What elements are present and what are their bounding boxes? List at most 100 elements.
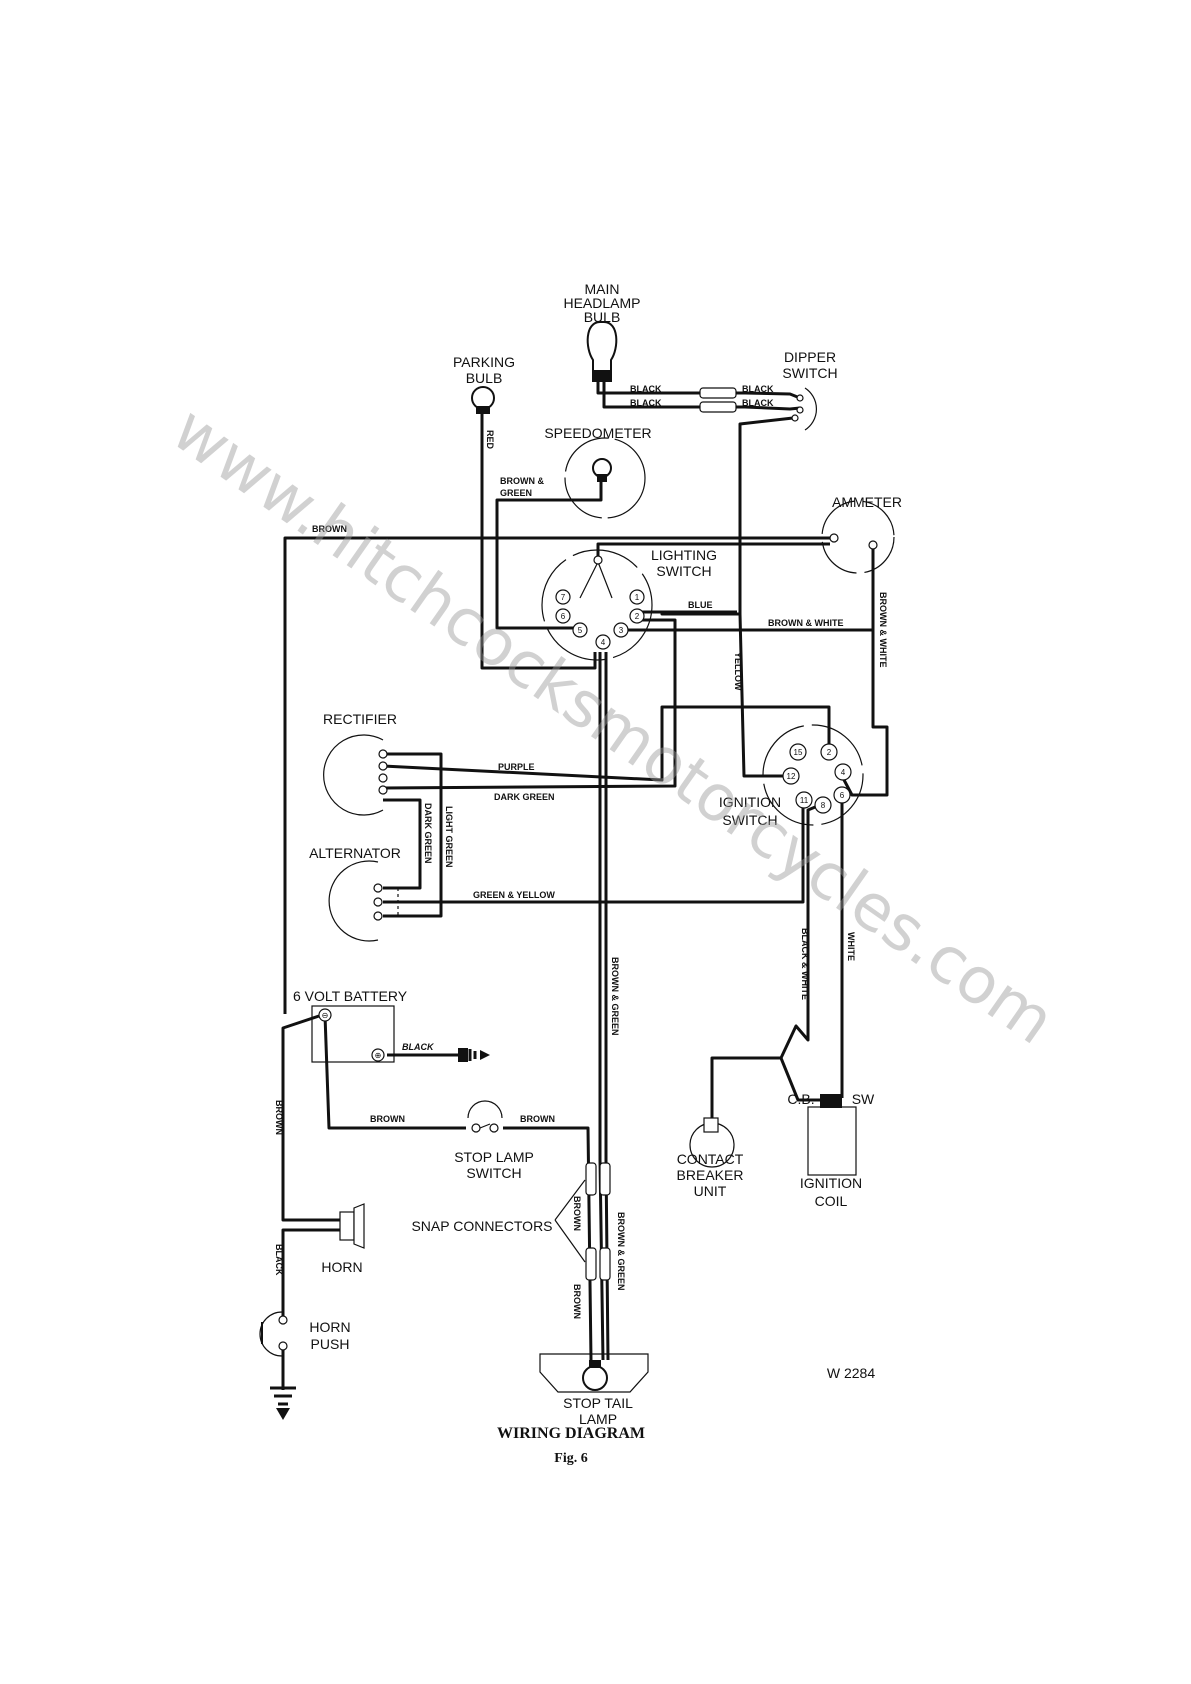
label-lighting-1: LIGHTING: [651, 547, 717, 563]
svg-text:12: 12: [787, 772, 796, 781]
lighting-pin-2: [629, 608, 645, 624]
label-contact-breaker-1: CONTACT: [677, 1151, 744, 1167]
wire-purple: [382, 705, 831, 782]
svg-text:15: 15: [794, 748, 803, 757]
svg-text:6: 6: [840, 791, 845, 800]
wire-label-brown-snap-1: BROWN: [572, 1196, 582, 1231]
label-stop-tail-1: STOP TAIL: [563, 1395, 633, 1411]
svg-text:5: 5: [578, 626, 583, 635]
label-main-headlamp-3: BULB: [584, 309, 621, 325]
label-contact-breaker-3: UNIT: [694, 1183, 727, 1199]
label-horn-push-2: PUSH: [311, 1336, 350, 1352]
ground-battery: [458, 1048, 490, 1062]
wire-label-green-yellow: GREEN & YELLOW: [473, 890, 555, 900]
ignition-pin-11: [795, 791, 813, 809]
wire-label-yellow: YELLOW: [733, 652, 743, 691]
svg-text:4: 4: [841, 768, 846, 777]
wire-label-light-green: LIGHT GREEN: [444, 806, 454, 868]
svg-text:3: 3: [619, 626, 624, 635]
lighting-pin-6: [555, 608, 571, 624]
label-main-headlamp-1: MAIN: [585, 281, 620, 297]
ignition-pin-6: [833, 786, 851, 804]
svg-text:4: 4: [601, 638, 606, 647]
wire-dipper-to-lighting: [660, 416, 794, 616]
wire-label-brown-stop: BROWN: [520, 1114, 555, 1124]
headlamp-connectors: [699, 387, 737, 413]
svg-text:⊖: ⊖: [322, 1011, 329, 1020]
battery: ⊖ ⊕: [311, 1005, 395, 1063]
label-parking-1: PARKING: [453, 354, 515, 370]
label-alternator: ALTERNATOR: [309, 845, 401, 861]
wire-yellow: [738, 613, 790, 778]
wire-label-brown-left: BROWN: [274, 1100, 284, 1135]
wire-label-blue: BLUE: [688, 600, 713, 610]
wire-label-black-1: BLACK: [630, 384, 662, 394]
wire-label-brown-green-speedo-1: BROWN &: [500, 476, 544, 486]
wire-label-red: RED: [485, 430, 495, 450]
label-ignition-switch-1: IGNITION: [719, 794, 781, 810]
alternator: [328, 860, 399, 942]
label-stop-tail-2: LAMP: [579, 1411, 617, 1427]
label-snap-connectors: SNAP CONNECTORS: [411, 1218, 552, 1234]
wire-brown-stop-out: [503, 1126, 593, 1361]
reference-number: W 2284: [827, 1365, 875, 1381]
wire-label-purple: PURPLE: [498, 762, 535, 772]
label-battery: 6 VOLT BATTERY: [293, 988, 408, 1004]
label-contact-breaker-2: BREAKER: [677, 1167, 744, 1183]
wires: [281, 380, 889, 1390]
wire-label-brown-snap-2: BROWN: [572, 1284, 582, 1319]
ignition-pin-12: [782, 767, 800, 785]
wire-contact-breaker: [710, 1056, 781, 1125]
contact-breaker-unit: [689, 1117, 735, 1168]
horn: [339, 1203, 365, 1249]
wire-label-black-white: BLACK & WHITE: [800, 928, 810, 1000]
lighting-switch: 1 2 3 4 5 6 7: [541, 549, 653, 661]
wire-brown-stop: [323, 1014, 466, 1130]
wire-brown-green-long: [598, 652, 605, 1361]
lighting-pin-7: [555, 589, 571, 605]
label-speedometer: SPEEDOMETER: [544, 425, 651, 441]
wire-label-white: WHITE: [846, 932, 856, 961]
ignition-pin-15: [789, 743, 807, 761]
wire-label-brown-green-speedo-2: GREEN: [500, 488, 532, 498]
label-rectifier: RECTIFIER: [323, 711, 397, 727]
ignition-coil: [807, 1094, 857, 1176]
svg-text:1: 1: [635, 593, 640, 602]
lighting-pin-5: [572, 622, 588, 638]
wire-ammeter-ignition: [841, 545, 889, 797]
lighting-pin-4: [595, 634, 611, 650]
parking-bulb: [471, 386, 495, 414]
lighting-pin-3: [613, 622, 629, 638]
wire-dark-green: [382, 618, 677, 790]
wire-label-brown-top: BROWN: [312, 524, 347, 534]
wire-label-black-4: BLACK: [742, 398, 774, 408]
label-horn: HORN: [321, 1259, 362, 1275]
wire-brown-green-long-b: [604, 652, 610, 1361]
ammeter: [821, 500, 895, 574]
wire-label-dark-green-v: DARK GREEN: [423, 803, 433, 864]
wire-lighting-ammeter: [596, 542, 830, 558]
ignition-switch: 15 2 4 6 8 11 12: [762, 724, 864, 826]
label-dipper-1: DIPPER: [784, 349, 836, 365]
svg-text:6: 6: [561, 612, 566, 621]
label-stop-lamp-2: SWITCH: [466, 1165, 521, 1181]
caption-title: WIRING DIAGRAM: [497, 1425, 645, 1442]
wire-label-black-battery: BLACK: [402, 1042, 435, 1052]
ignition-pin-8: [814, 796, 832, 814]
svg-text:2: 2: [635, 612, 640, 621]
wire-green-yellow: [383, 800, 805, 904]
wire-dark-green-v: [383, 798, 422, 890]
label-parking-2: BULB: [466, 370, 503, 386]
wire-label-black-horn: BLACK: [274, 1244, 284, 1276]
svg-text:⊕: ⊕: [375, 1051, 382, 1060]
snap-connectors: [554, 1162, 611, 1281]
svg-text:11: 11: [800, 796, 809, 805]
horn-push: [259, 1311, 288, 1357]
label-lighting-2: SWITCH: [656, 563, 711, 579]
wire-label-black-2: BLACK: [630, 398, 662, 408]
wire-black-white: [779, 803, 826, 1102]
wire-label-brown-green-snap: BROWN & GREEN: [616, 1212, 626, 1291]
wire-brown-green-speedo: [495, 481, 603, 630]
label-ammeter: AMMETER: [832, 494, 902, 510]
